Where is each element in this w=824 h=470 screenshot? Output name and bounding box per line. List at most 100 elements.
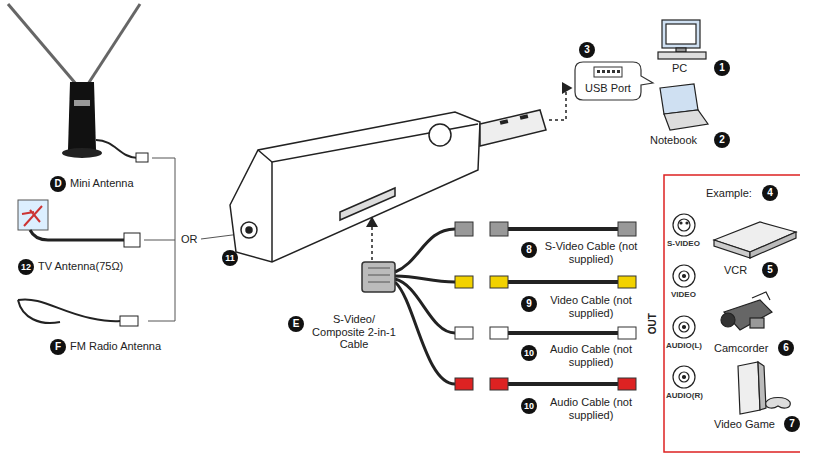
av-cables: [618, 378, 636, 390]
av-cables: [490, 276, 508, 288]
mini-antenna: [74, 100, 90, 106]
dotted-arrow: [372, 88, 571, 260]
dotted-arrow: [549, 88, 571, 120]
callout-number: 12: [18, 259, 34, 275]
jack-label: AUDIO(L): [666, 341, 702, 350]
jack-icons: [673, 316, 695, 338]
usb-stick: [480, 110, 546, 146]
vcr-icon: [750, 232, 796, 258]
cable-label: S-Video/ Composite 2-in-1 Cable: [306, 313, 402, 351]
fm-antenna: [18, 299, 138, 326]
callout-number: 3: [579, 42, 595, 58]
usb-port-icon: [602, 70, 605, 73]
usb-stick: [500, 119, 509, 125]
mini-antenna: [136, 153, 148, 162]
camcorder-icon: [721, 313, 735, 327]
callout-number: 2: [714, 132, 730, 148]
video-game-icon: [738, 362, 790, 414]
two-in-one-cable: [395, 279, 455, 333]
cable-label: S-Video Cable (not supplied): [541, 240, 641, 265]
source-bracket: [664, 175, 800, 452]
jack-label: AUDIO(R): [666, 391, 703, 400]
usb-stick: [241, 222, 257, 238]
callout-number: 10: [521, 345, 537, 361]
jack-icons: [683, 326, 686, 329]
tv-antenna: [18, 200, 140, 247]
vcr-icon: [714, 240, 750, 258]
jack-icons: [673, 366, 695, 388]
output-label: OUT: [647, 313, 659, 334]
mini-antenna: [62, 148, 102, 158]
mini-antenna: [8, 4, 76, 84]
usb-port-icon: [594, 67, 622, 77]
av-cables: [490, 327, 508, 339]
video-game-icon: [738, 362, 760, 414]
jack-icons: [678, 219, 690, 231]
notebook-icon: [660, 84, 708, 130]
jack-icons: [679, 322, 689, 332]
bubble-outline: [575, 62, 653, 100]
pc-icon: [666, 24, 696, 44]
bubble-text: USB Port: [585, 82, 631, 94]
mini-antenna: [68, 82, 96, 150]
two-in-one-cable: [362, 222, 473, 390]
callout-number: F: [50, 339, 66, 355]
video-game-icon: [766, 398, 791, 409]
pc-icon: [658, 20, 706, 59]
part-label: Example:: [706, 187, 752, 200]
callout-number: 10: [521, 398, 537, 414]
callout-number: 8: [521, 242, 537, 258]
av-cables: [490, 222, 508, 236]
usb-port-icon: [617, 70, 620, 73]
video-game-icon: [758, 362, 766, 410]
two-in-one-cable: [368, 268, 390, 282]
two-in-one-cable: [455, 327, 473, 339]
jack-icons: [679, 271, 689, 281]
usb-stick: [340, 188, 395, 220]
callout-number: 1: [714, 60, 730, 76]
callout-number: 9: [521, 296, 537, 312]
av-cables: [618, 222, 636, 236]
fm-antenna: [18, 300, 60, 323]
usb-stick: [271, 162, 273, 262]
tv-antenna: [124, 233, 140, 247]
dotted-arrow: [371, 218, 373, 260]
tv-antenna: [18, 200, 48, 230]
callout-number: D: [50, 176, 66, 192]
callout-bubble: USB Port: [575, 62, 641, 100]
av-cables: [490, 378, 508, 390]
callout-number: 6: [778, 340, 794, 356]
two-in-one-cable: [395, 282, 455, 384]
av-cables: [618, 327, 636, 339]
usb-port-icon: [612, 70, 615, 73]
jack-icons: [673, 265, 695, 287]
jack-icons: [686, 222, 688, 224]
mini-antenna: [8, 4, 148, 162]
camcorder-icon: [750, 318, 764, 328]
part-label: Video Game: [714, 418, 775, 431]
av-cables: [618, 276, 636, 288]
callout-number: 4: [762, 185, 778, 201]
or-bracket: [144, 240, 175, 241]
usb-stick: [230, 112, 480, 262]
two-in-one-cable: [455, 222, 473, 236]
notebook-icon: [660, 84, 698, 114]
part-label: Notebook: [650, 134, 697, 147]
av-cables: [505, 382, 618, 386]
fm-antenna: [18, 299, 120, 321]
jack-icons: [683, 376, 686, 379]
usb-stick: [520, 114, 529, 120]
two-in-one-cable: [455, 276, 473, 288]
jack-icons: [680, 222, 682, 224]
camcorder-icon: [752, 292, 770, 300]
bubble-outline: [575, 62, 655, 100]
tv-antenna: [22, 206, 42, 226]
cable-label: Audio Cable (not supplied): [541, 343, 641, 368]
av-cables: [505, 227, 618, 231]
mini-antenna: [96, 140, 138, 158]
part-label: Camcorder: [714, 342, 768, 355]
usb-stick: [429, 124, 451, 146]
pc-icon: [662, 20, 700, 48]
part-label: VCR: [724, 264, 747, 277]
tv-antenna: [30, 230, 124, 240]
